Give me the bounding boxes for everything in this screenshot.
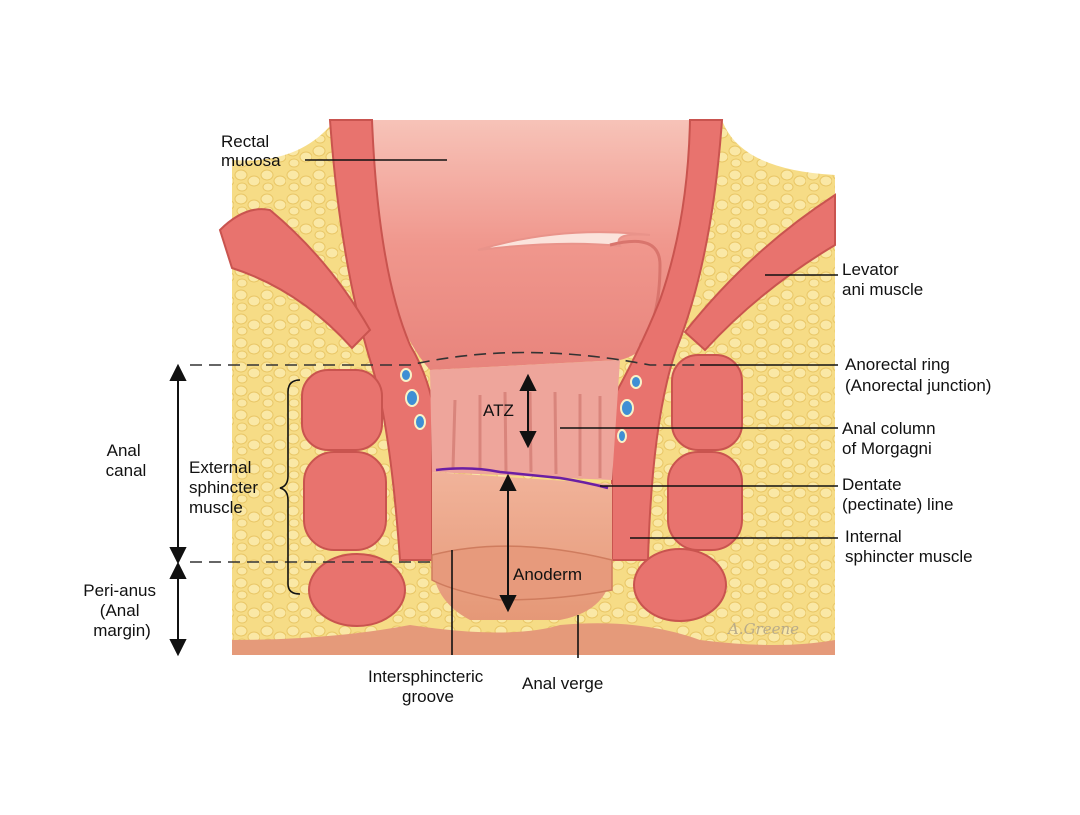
perianal-skin (232, 623, 835, 655)
external-sphincter-label: External sphincter muscle (189, 458, 263, 517)
anal-columns (430, 360, 620, 480)
anorectal-ring-label: Anorectal ring (Anorectal junction) (845, 355, 991, 395)
peri-anus-label: Peri-anus (Anal margin) (83, 581, 161, 640)
anoderm-lower-fold (431, 545, 613, 601)
anal-column-label: Anal column of Morgagni (842, 419, 940, 458)
internal-sphincter-label: Internal sphincter muscle (845, 527, 973, 566)
rectal-fold (477, 231, 651, 251)
peri-anus-arrow (169, 561, 187, 657)
intersphincteric-groove-label: Intersphincteric groove (368, 667, 488, 706)
left-rectal-wall (328, 119, 433, 561)
right-rectal-wall (611, 119, 724, 561)
external-sphincter-bracket (279, 379, 301, 595)
levator-ani-label: Levator ani muscle (842, 260, 923, 299)
anal-canal-label: Anal canal (106, 441, 147, 480)
artist-signature: A.Greene (726, 620, 799, 638)
rectal-mucosa-label: Rectal mucosa (221, 132, 281, 170)
leader-lines (305, 159, 838, 658)
anal-canal-arrow (169, 363, 187, 565)
anal-verge-label: Anal verge (522, 674, 603, 693)
levator-ani-right (683, 193, 836, 352)
atz-arrow (519, 373, 537, 449)
intersphincteric-vessels (400, 368, 642, 443)
anoderm-arrow (499, 473, 517, 613)
atz-label: ATZ (483, 401, 514, 420)
dentate-line (435, 467, 609, 490)
dentate-line-label: Dentate (pectinate) line (842, 475, 954, 514)
external-sphincter-right (633, 354, 743, 622)
anorectal-junction-line (190, 351, 700, 366)
external-sphincter-left (301, 369, 406, 627)
levator-ani-left (218, 208, 372, 350)
anoderm-label: Anoderm (513, 565, 582, 584)
